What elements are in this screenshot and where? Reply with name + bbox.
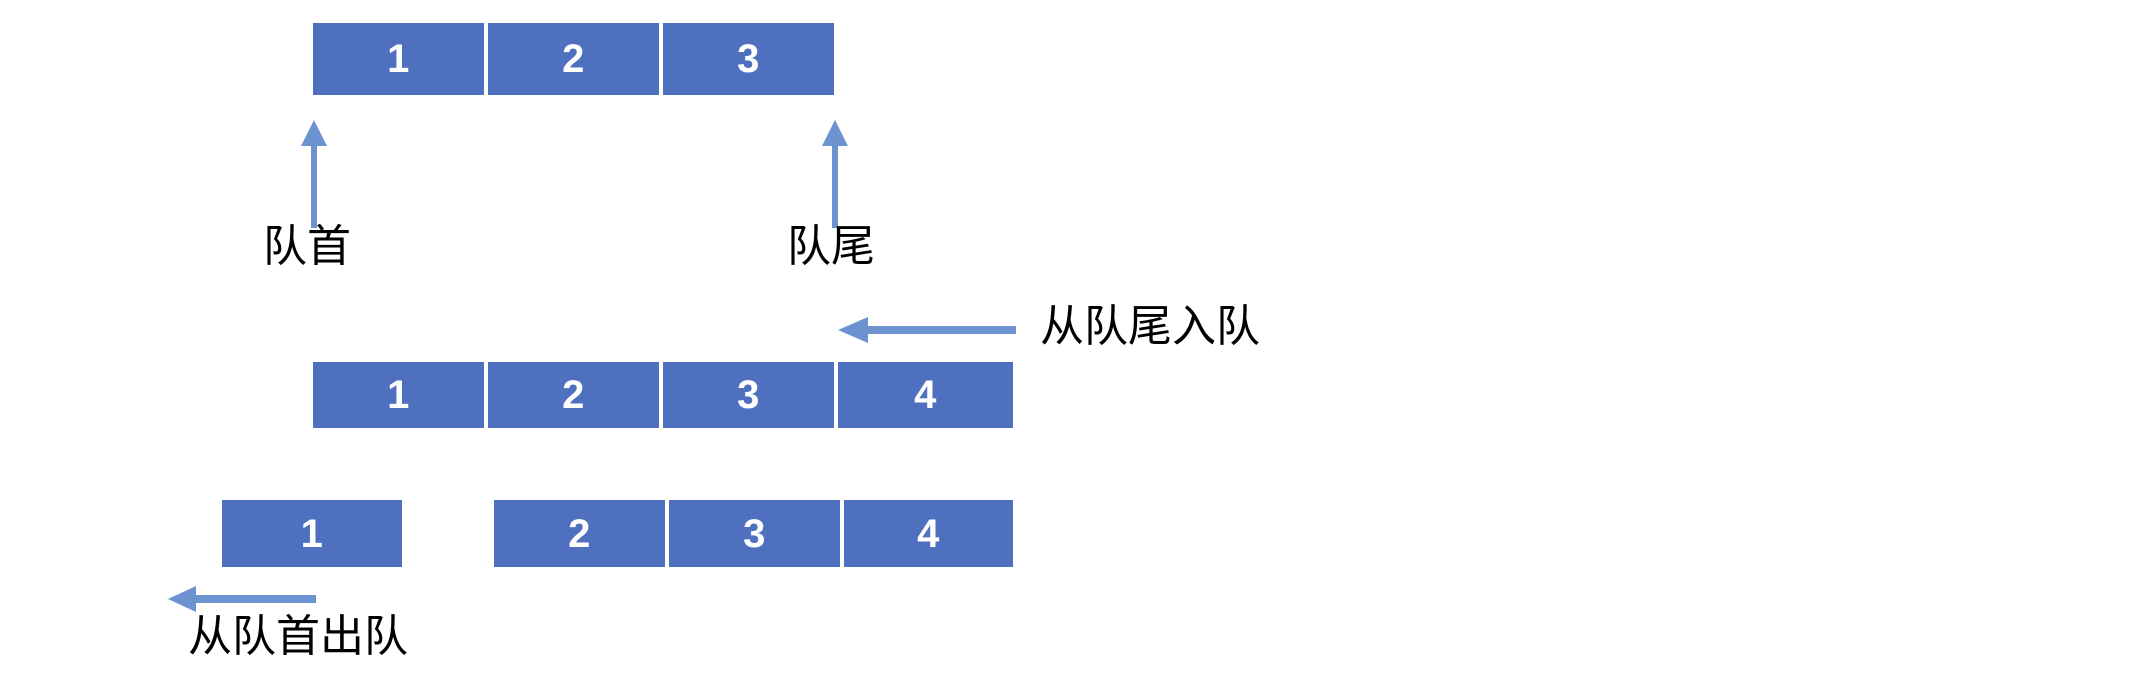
queue-cell: 4 [844,500,1013,567]
queue-cell: 3 [669,500,840,567]
queue-head-label: 队首 [263,221,351,272]
queue-cell: 3 [663,23,834,95]
queue-cell: 2 [488,23,659,95]
queue-cell: 2 [488,362,659,428]
enqueue-label: 从队尾入队 [1040,301,1260,352]
queue-cell: 4 [838,362,1013,428]
queue-cell-detached: 1 [222,500,402,567]
arrow-up-icon [301,120,327,228]
queue-cell: 1 [313,23,484,95]
arrow-left-icon [838,317,1016,343]
queue-cell: 3 [663,362,834,428]
arrow-left-icon [168,586,316,612]
dequeue-label: 从队首出队 [188,611,408,662]
queue-cell: 1 [313,362,484,428]
queue-tail-label: 队尾 [787,221,875,272]
queue-cell: 2 [494,500,665,567]
arrow-up-icon [822,120,848,228]
